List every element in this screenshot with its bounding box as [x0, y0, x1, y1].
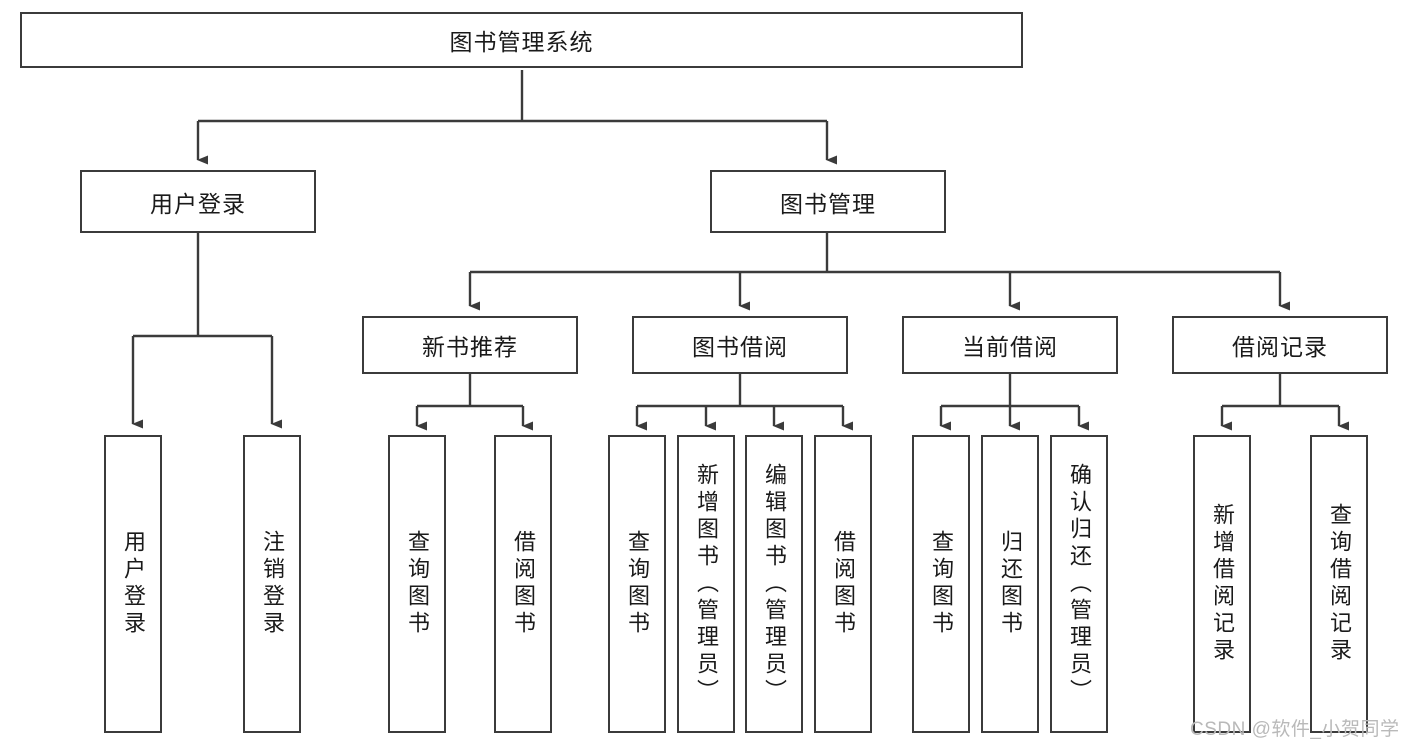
leaf-book-borrow-add-book-admin[interactable]: 新增图书（管理员） — [677, 435, 735, 733]
node-label: 新书推荐 — [422, 334, 518, 360]
node-label: 用户登录 — [121, 530, 146, 638]
leaf-book-borrow-edit-book-admin[interactable]: 编辑图书（管理员） — [745, 435, 803, 733]
leaf-current-borrow-confirm-return-admin[interactable]: 确认归还（管理员） — [1050, 435, 1108, 733]
node-label: 查询图书 — [625, 530, 650, 638]
leaf-new-book-query-book[interactable]: 查询图书 — [388, 435, 446, 733]
node-label: 新增图书（管理员） — [694, 462, 719, 706]
node-label: 当前借阅 — [962, 334, 1058, 360]
node-label: 查询图书 — [929, 530, 954, 638]
leaf-book-borrow-query-book[interactable]: 查询图书 — [608, 435, 666, 733]
node-label: 归还图书 — [998, 530, 1023, 638]
watermark-text: CSDN @软件_小贺同学 — [1190, 719, 1400, 740]
leaf-user-login-logout[interactable]: 注销登录 — [243, 435, 301, 733]
leaf-new-book-borrow-book[interactable]: 借阅图书 — [494, 435, 552, 733]
leaf-borrow-record-query-record[interactable]: 查询借阅记录 — [1310, 435, 1368, 733]
leaf-current-borrow-return-book[interactable]: 归还图书 — [981, 435, 1039, 733]
node-current-borrow[interactable]: 当前借阅 — [902, 316, 1118, 374]
node-label: 查询图书 — [405, 530, 430, 638]
node-label: 借阅图书 — [511, 530, 536, 638]
node-label: 借阅图书 — [831, 530, 856, 638]
node-label: 新增借阅记录 — [1210, 503, 1235, 665]
node-label: 用户登录 — [150, 190, 246, 217]
node-label: 确认归还（管理员） — [1067, 462, 1092, 706]
node-label: 编辑图书（管理员） — [762, 462, 787, 706]
node-label: 图书管理 — [780, 190, 876, 217]
leaf-borrow-record-add-record[interactable]: 新增借阅记录 — [1193, 435, 1251, 733]
leaf-user-login-login[interactable]: 用户登录 — [104, 435, 162, 733]
node-book-management[interactable]: 图书管理 — [710, 170, 946, 233]
node-label: 借阅记录 — [1232, 334, 1328, 360]
node-book-borrow[interactable]: 图书借阅 — [632, 316, 848, 374]
node-new-book-recommend[interactable]: 新书推荐 — [362, 316, 578, 374]
node-root-book-management-system[interactable]: 图书管理系统 — [20, 12, 1023, 68]
node-label: 查询借阅记录 — [1327, 503, 1352, 665]
node-label: 图书管理系统 — [449, 29, 594, 55]
node-user-login[interactable]: 用户登录 — [80, 170, 316, 233]
node-label: 图书借阅 — [692, 334, 788, 360]
node-label: 注销登录 — [260, 530, 285, 638]
leaf-book-borrow-borrow-book[interactable]: 借阅图书 — [814, 435, 872, 733]
node-borrow-record[interactable]: 借阅记录 — [1172, 316, 1388, 374]
leaf-current-borrow-query-book[interactable]: 查询图书 — [912, 435, 970, 733]
